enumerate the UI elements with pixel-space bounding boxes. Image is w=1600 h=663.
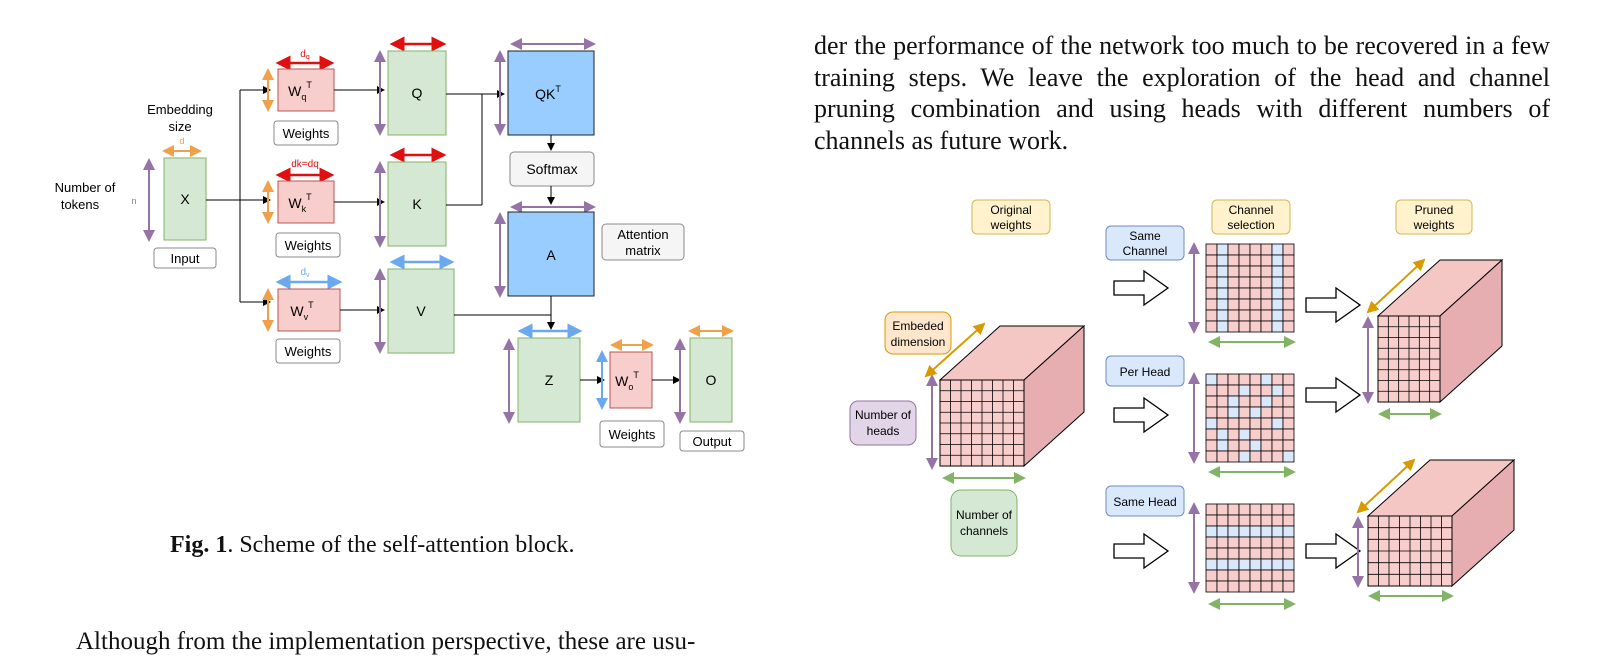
caption-text: . Scheme of the self-attention block. <box>227 532 575 558</box>
pruned-cube-heads <box>1366 458 1516 588</box>
n-label: n <box>131 196 136 206</box>
weights-label-k: Weights <box>285 238 332 253</box>
tokens-label: tokens <box>61 197 100 212</box>
per-head-grid <box>1205 373 1295 463</box>
matrix-label: matrix <box>625 243 661 258</box>
channel-selection-line1: Channel <box>1229 203 1274 217</box>
v-label: V <box>416 303 426 319</box>
k-block <box>387 161 447 247</box>
v-block <box>387 268 455 354</box>
a-label: A <box>546 247 556 263</box>
weights-tag-k <box>275 232 341 258</box>
number-of-channels-line2: channels <box>960 524 1008 538</box>
d-label: d <box>179 136 184 146</box>
output-tag <box>679 430 745 452</box>
qkt-label: QKT <box>535 84 561 102</box>
body-paragraph-bottom: Although from the implementation perspec… <box>76 628 696 655</box>
weights-tag-o <box>599 420 665 448</box>
softmax-box <box>509 151 595 187</box>
wo-label: WoT <box>615 370 639 392</box>
x-label: X <box>180 191 190 207</box>
size-label: size <box>168 119 191 134</box>
weights-tag-q <box>273 120 339 146</box>
qkt-block <box>507 50 595 136</box>
wv-label: WvT <box>290 300 314 322</box>
dk-label: dk=dq <box>291 159 319 170</box>
wk-label: WkT <box>288 192 312 214</box>
embeded-dimension-line1: Embeded <box>892 319 943 333</box>
wk-block <box>277 180 335 224</box>
pruned-weights-line1: Pruned <box>1415 203 1454 217</box>
same-head-grid <box>1205 503 1295 593</box>
x-block <box>163 157 207 241</box>
same-channel-line2: Channel <box>1123 244 1168 258</box>
number-of-heads-line1: Number of <box>855 408 912 422</box>
z-label: Z <box>545 372 554 388</box>
weights-label-o: Weights <box>609 427 656 442</box>
o-block <box>689 337 733 423</box>
output-label: Output <box>692 434 731 449</box>
original-cube <box>938 324 1086 468</box>
weights-label-v: Weights <box>285 344 332 359</box>
weights-tag-v <box>275 338 341 364</box>
q-block <box>387 50 447 136</box>
same-channel-line1: Same <box>1129 229 1161 243</box>
pruned-weights-line2: weights <box>1413 218 1455 232</box>
number-of-label: Number of <box>55 180 116 195</box>
self-attention-diagram: Embedding size d Number of tokens n X In… <box>55 36 745 452</box>
arrow-3b <box>1305 532 1362 570</box>
embeded-dimension-line2: dimension <box>891 335 946 349</box>
caption-label: Fig. 1 <box>170 532 228 558</box>
arrow-2a <box>1113 396 1170 434</box>
attention-label: Attention <box>617 227 668 242</box>
input-label: Input <box>171 251 200 266</box>
weights-label-q: Weights <box>283 126 330 141</box>
k-label: K <box>412 196 422 212</box>
body-paragraph-right: der the performance of the network too m… <box>814 31 1550 155</box>
softmax-label: Softmax <box>526 161 577 177</box>
o-label: O <box>706 372 717 388</box>
arrow-1b <box>1305 286 1362 324</box>
arrow-1a <box>1113 269 1170 307</box>
same-channel-grid <box>1205 243 1295 333</box>
wq-label: WqT <box>288 80 312 102</box>
wo-block <box>609 351 653 409</box>
attention-matrix-box <box>601 223 685 261</box>
original-weights-line1: Original <box>990 203 1031 217</box>
figure-caption: Fig. 1. Scheme of the self-attention blo… <box>170 532 690 559</box>
number-of-heads-line2: heads <box>867 424 900 438</box>
wv-block <box>277 288 341 332</box>
dq-label: dq <box>300 49 310 61</box>
pruned-cube-channels <box>1376 258 1504 404</box>
wq-block <box>277 68 335 112</box>
arrow-2b <box>1305 376 1362 414</box>
a-block <box>507 211 595 297</box>
per-head-label: Per Head <box>1120 365 1171 379</box>
number-of-channels-line1: Number of <box>956 508 1013 522</box>
q-label: Q <box>412 85 423 101</box>
channel-selection-line2: selection <box>1227 218 1274 232</box>
input-tag <box>153 247 217 269</box>
arrow-3a <box>1113 532 1170 570</box>
same-head-label: Same Head <box>1113 495 1176 509</box>
embedding-label: Embedding <box>147 102 213 117</box>
original-weights-line2: weights <box>990 218 1032 232</box>
dv-label: dv <box>300 267 310 279</box>
